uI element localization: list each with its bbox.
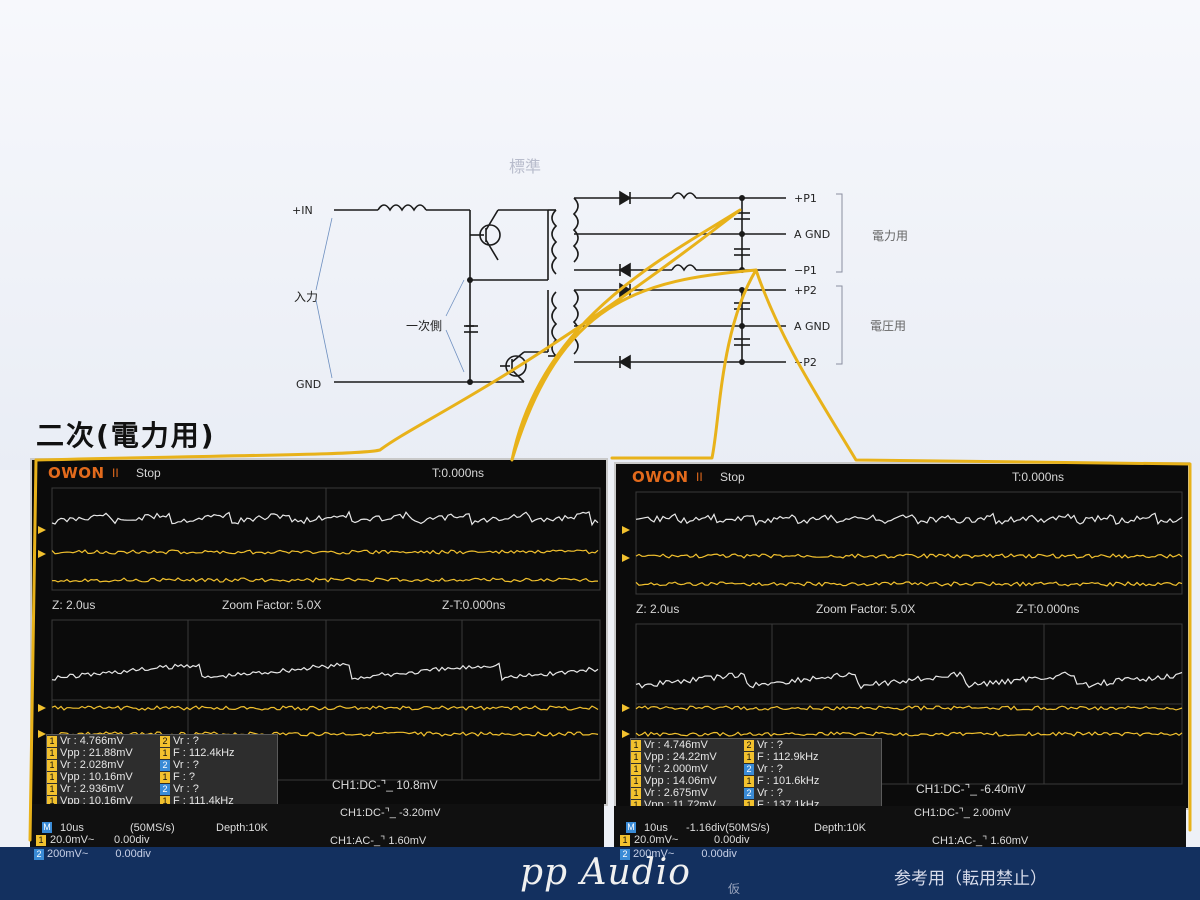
readout-f: F : ? xyxy=(173,771,196,783)
footer-left-ch2-scale: 200mV~ xyxy=(47,848,89,860)
scope-right-ch1-scale: 20.0mV~ xyxy=(634,834,679,846)
section-title: 二次(電力用) xyxy=(36,419,216,452)
scope-right-ch-info-b: CH1:DC-⌝_ 2.00mV xyxy=(914,807,1011,819)
brackets xyxy=(836,193,843,365)
scope-left-logo: OWON xyxy=(48,464,105,482)
readout-vpp: Vpp : 21.88mV xyxy=(60,747,133,759)
scope-left-zoom-z: Z: 2.0us xyxy=(52,598,96,612)
footer-right-ch2-scale: 200mV~ xyxy=(633,848,675,860)
scope-right-zoom-z: Z: 2.0us xyxy=(636,602,680,616)
scope-left-status: CH1:DC-⌝_ -3.20mV M 10us (50MS/s) Depth:… xyxy=(30,804,604,847)
label-power-use: 電力用 xyxy=(872,229,908,243)
readout-vr: Vr : 4.766mV xyxy=(60,735,124,747)
scope-right-depth: Depth:10K xyxy=(814,822,866,834)
footer-right-ch2-off: 0.00div xyxy=(701,848,737,860)
scope-left-zoom-factor: Zoom Factor: 5.0X xyxy=(222,598,322,612)
label-agnd-2: A GND xyxy=(794,320,830,333)
scope-right-zoom-bar: Z: 2.0us Zoom Factor: 5.0X Z-T:0.000ns xyxy=(616,602,1188,624)
readout-vr: Vr : 2.675mV xyxy=(644,787,708,799)
label-in-plus: +IN xyxy=(292,204,313,217)
scope-right: OWON II Stop T:0.000ns Z: 2.0us Zoom Fac… xyxy=(614,462,1190,810)
scope-right-logo: OWON xyxy=(632,468,689,486)
label-gnd: GND xyxy=(296,378,321,391)
annotation-arrows xyxy=(315,217,465,379)
scope-left-ch-info-b: CH1:DC-⌝_ -3.20mV xyxy=(340,807,441,819)
scope-right-stop: Stop xyxy=(720,470,745,484)
readout-vr: Vr : 2.028mV xyxy=(60,759,124,771)
readout-vr2: Vr : ? xyxy=(173,783,199,795)
readout-vr2: Vr : ? xyxy=(173,735,199,747)
readout-vpp: Vpp : 10.16mV xyxy=(60,771,133,783)
readout-vpp: Vpp : 10.16mV xyxy=(60,795,133,806)
scope-right-status: CH1:DC-⌝_ 2.00mV M 10us -1.16div(50MS/s)… xyxy=(614,806,1186,847)
label-voltage-use: 電圧用 xyxy=(870,319,906,333)
readout-vr2: Vr : ? xyxy=(757,787,783,799)
readout-vr2: Vr : ? xyxy=(757,763,783,775)
scope-left-sample: (50MS/s) xyxy=(130,822,175,834)
scope-left-ch-info-c: CH1:AC-_⌝ 1.60mV xyxy=(330,835,427,847)
readout-vr2: Vr : ? xyxy=(173,759,199,771)
readout-vr: Vr : 2.936mV xyxy=(60,783,124,795)
scope-left-stop: Stop xyxy=(136,466,161,480)
readout-vr: Vr : 4.746mV xyxy=(644,739,708,751)
scope-right-header: OWON II Stop T:0.000ns xyxy=(616,466,1188,488)
scope-right-zoom-zt: Z-T:0.000ns xyxy=(1016,602,1080,616)
scope-left-header: OWON II Stop T:0.000ns xyxy=(32,462,606,484)
scope-left-ch1-scale: 20.0mV~ xyxy=(50,834,95,846)
scope-right-ch-info-c: CH1:AC-_⌝ 1.60mV xyxy=(932,835,1029,847)
scope-right-sample: -1.16div(50MS/s) xyxy=(686,822,770,834)
label-primary: 一次側 xyxy=(406,319,442,333)
label-p2-minus: −P2 xyxy=(794,356,817,369)
scope-left-zoom-zt: Z-T:0.000ns xyxy=(442,598,506,612)
footer-note: 参考用（転用禁止） xyxy=(894,869,1047,889)
label-p2-plus: +P2 xyxy=(794,284,817,297)
readout-f: F : 101.6kHz xyxy=(757,775,820,787)
footer-kari: 仮 xyxy=(728,882,741,896)
scope-right-timebase: 10us xyxy=(644,822,668,834)
scope-left-traces xyxy=(38,487,601,781)
scope-left-ch-info-a: CH1:DC-⌝_ 10.8mV xyxy=(332,778,438,792)
schematic-title: 標準 xyxy=(509,157,541,176)
scope-left: OWON II Stop T:0.000ns Z: 2.0us Zoom Fac… xyxy=(30,458,608,806)
scope-left-zoom-bar: Z: 2.0us Zoom Factor: 5.0X Z-T:0.000ns xyxy=(32,598,606,620)
footer-brand: pp Audio xyxy=(520,852,691,893)
label-p1-plus: +P1 xyxy=(794,192,817,205)
scope-left-timebase: 10us xyxy=(60,822,84,834)
label-agnd-1: A GND xyxy=(794,228,830,241)
readout-f: F : 111.4kHz xyxy=(173,795,234,806)
scope-right-zoom-factor: Zoom Factor: 5.0X xyxy=(816,602,916,616)
readout-vr: Vr : 2.000mV xyxy=(644,763,708,775)
scope-left-ch1-off: 0.00div xyxy=(114,834,150,846)
scope-right-trig-time: T:0.000ns xyxy=(1012,470,1065,484)
footer-left-ch2-off: 0.00div xyxy=(115,848,151,860)
readout-vpp: Vpp : 11.72mV xyxy=(644,799,716,810)
label-input: 入力 xyxy=(294,290,318,304)
readout-vpp: Vpp : 24.22mV xyxy=(644,751,717,763)
scope-left-trig-time: T:0.000ns xyxy=(432,466,485,480)
scope-left-pause-icon: II xyxy=(112,466,119,480)
readout-f: F : 112.4kHz xyxy=(173,747,235,759)
scope-right-ch1-off: 0.00div xyxy=(714,834,750,846)
readout-f: F : 112.9kHz xyxy=(757,751,819,763)
circuit-schematic: 標準 +IN 入力 GND 一次側 xyxy=(292,157,908,391)
readout-vpp: Vpp : 14.06mV xyxy=(644,775,717,787)
footer-bar xyxy=(0,847,1200,900)
scope-left-depth: Depth:10K xyxy=(216,822,268,834)
label-p1-minus: −P1 xyxy=(794,264,817,277)
readout-vr2: Vr : ? xyxy=(757,739,783,751)
scope-right-pause-icon: II xyxy=(696,470,703,484)
primary-circuit xyxy=(334,190,786,383)
scope-right-ch-info-a: CH1:DC-⌝_ -6.40mV xyxy=(916,782,1026,796)
